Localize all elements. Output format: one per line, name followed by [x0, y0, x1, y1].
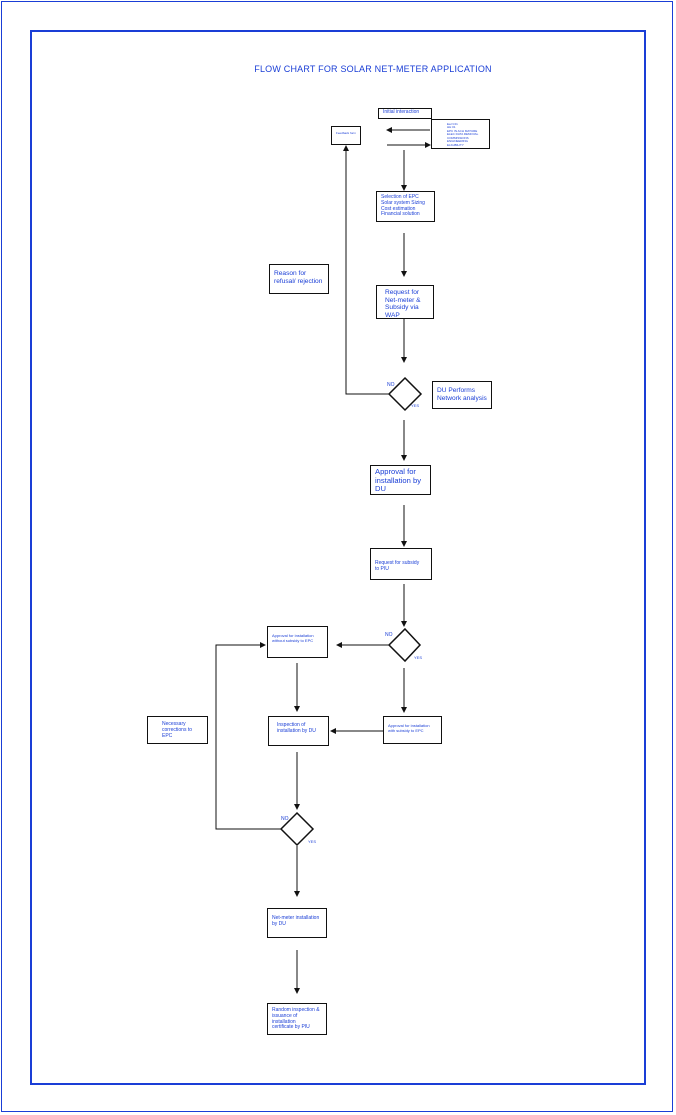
notes-line: ELEC DATA REMOVAL: [447, 132, 479, 137]
random-line: issuance of: [272, 1012, 298, 1019]
du-performs-box: DU Performs Network analysis: [432, 381, 492, 409]
inner-frame: [30, 30, 646, 1085]
netmeter-installation-line: by DU: [272, 920, 286, 927]
netmeter-installation-box: Net-meter installation by DU: [267, 908, 327, 938]
notes-line: EPC IN ACH MATURE: [447, 128, 478, 133]
approval-with-line: Approval for installation: [388, 723, 430, 728]
approval-without-subsidy-box: Approval for installation without subsid…: [267, 626, 328, 658]
decision-1-no-label: NO: [387, 382, 395, 388]
du-performs-line: Network analysis: [437, 394, 487, 402]
necessary-corrections-box: Necessary corrections to EPC: [147, 716, 208, 744]
request-netmeter-line: Net-meter &: [385, 296, 421, 304]
request-netmeter-box: Request for Net-meter & Subsidy via WAP: [376, 285, 434, 319]
selection-line: Cost estimation: [381, 205, 416, 212]
initial-interaction-box: Initial interaction: [378, 108, 432, 119]
notes-line: HH 01: [447, 125, 456, 130]
request-netmeter-line: Subsidy via WAP: [385, 304, 419, 319]
inspection-box: Inspection of installation by DU: [268, 716, 329, 746]
corrections-line: Necessary: [162, 721, 186, 727]
selection-epc-box: Selection of EPC Solar system Sizing Cos…: [376, 191, 435, 222]
netmeter-installation-line: Net-meter installation: [272, 915, 320, 921]
selection-line: Financial solution: [381, 211, 420, 218]
reason-line: refusal/ rejection: [274, 277, 323, 285]
decision-2-no-label: NO: [385, 632, 393, 638]
arrow-decision-3-no: [215, 642, 283, 830]
feedback-form-box: Feedback form: [331, 126, 361, 145]
decision-3-yes-label: YES: [308, 839, 317, 844]
request-netmeter-line: Request for: [385, 289, 420, 296]
selection-line: Solar system Sizing: [381, 199, 425, 206]
inspection-line: installation by DU: [277, 727, 316, 734]
reason-line: Reason for: [274, 270, 307, 277]
reason-refusal-box: Reason for refusal/ rejection: [269, 264, 329, 294]
approval-du-line: installation by: [375, 475, 422, 485]
approval-without-line: Approval for installation: [272, 633, 314, 638]
notes-line: ENGINEERING: [447, 139, 469, 144]
initial-interaction-label: Initial interaction: [383, 109, 420, 115]
notes-box: Ea N 01 HH 01 EPC IN ACH MATURE ELEC DAT…: [431, 119, 490, 149]
du-performs-line: DU Performs: [437, 387, 476, 394]
notes-line: Ea N 01: [447, 122, 458, 126]
selection-line: Selection of EPC: [381, 194, 419, 200]
decision-2-yes-label: YES: [414, 655, 423, 660]
feedback-form-label: Feedback form: [336, 131, 357, 135]
approval-du-box: Approval for installation by DU: [370, 465, 431, 495]
approval-with-subsidy-box: Approval for installation with subsidy t…: [383, 716, 442, 744]
random-inspection-box: Random inspection & issuance of installa…: [267, 1003, 327, 1035]
decision-diamond-2: [387, 627, 422, 663]
approval-du-line: DU: [375, 484, 386, 494]
decision-1-yes-label: YES: [411, 403, 420, 408]
decision-diamond-3: [279, 811, 315, 847]
decision-diamond-1: [387, 376, 423, 412]
chart-title: FLOW CHART FOR SOLAR NET-METER APPLICATI…: [254, 64, 492, 74]
request-subsidy-box: Request for subsidy to PIU: [370, 548, 432, 580]
notes-line: COMMISSIONS: [447, 135, 469, 140]
approval-du-line: Approval for: [375, 467, 416, 476]
request-subsidy-line: to PIU: [375, 565, 389, 572]
arrow-decision-1-no: [343, 145, 391, 395]
request-subsidy-line: Request for subsidy: [375, 560, 420, 566]
inspection-line: Inspection of: [277, 722, 306, 728]
random-line: Random inspection &: [272, 1007, 320, 1013]
approval-without-line: without subsidy to EPC: [272, 637, 314, 643]
corrections-line: corrections to EPC: [162, 726, 193, 739]
random-line: installation: [272, 1018, 296, 1025]
notes-line: ELIGIBILITY: [447, 142, 464, 147]
decision-3-no-label: NO: [281, 816, 289, 822]
approval-with-line: with subsidy to EPC: [388, 727, 424, 733]
random-line: certificate by PIU: [272, 1024, 310, 1031]
